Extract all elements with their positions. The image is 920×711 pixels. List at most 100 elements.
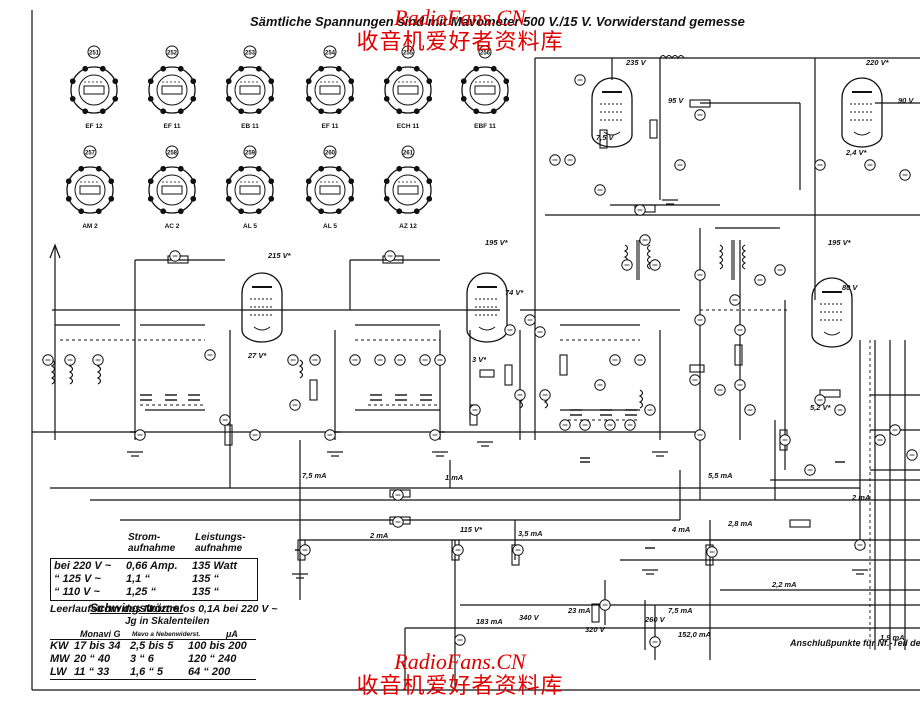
component-marker <box>289 399 301 411</box>
voltage-label: 320 V <box>585 625 606 634</box>
tube-type-label: EF 11 <box>322 123 339 130</box>
component-marker <box>309 354 321 366</box>
voltage-label: 7,5 V <box>596 133 615 142</box>
current-label: 2 mA <box>851 493 870 502</box>
tube-socket <box>147 165 197 215</box>
current-label: 7,5 mA <box>668 606 693 615</box>
component-marker <box>392 489 404 501</box>
component-marker <box>744 404 756 416</box>
tube-number: 261 <box>401 145 415 159</box>
component-marker <box>434 354 446 366</box>
tube-socket <box>65 165 115 215</box>
component-marker <box>694 109 706 121</box>
current-label: 1 mA <box>445 473 463 482</box>
component-marker <box>774 264 786 276</box>
tube-type-label: EBF 11 <box>474 123 496 130</box>
current-label: 152,0 mA <box>678 630 711 639</box>
tube-number: 255 <box>401 45 415 59</box>
tube-number: 251 <box>87 45 101 59</box>
component-marker <box>694 429 706 441</box>
current-label: 23 mA <box>567 606 591 615</box>
tube-socket <box>305 165 355 215</box>
component-marker <box>599 599 611 611</box>
voltage-label: 115 V* <box>460 525 483 534</box>
svg-text:252: 252 <box>167 51 178 57</box>
tube-type-label: AM 2 <box>82 223 98 230</box>
component-marker <box>469 404 481 416</box>
component-marker <box>512 544 524 556</box>
voltage-label: 340 V <box>519 613 540 622</box>
svg-text:259: 259 <box>245 151 256 157</box>
osc-title: Schwingströme: <box>90 601 184 615</box>
tube-socket <box>383 65 433 115</box>
tube-symbol <box>841 77 883 148</box>
component-marker <box>814 394 826 406</box>
component-marker <box>639 234 651 246</box>
component-marker <box>754 274 766 286</box>
component-marker <box>579 419 591 431</box>
tube-socket <box>69 65 119 115</box>
component-marker <box>644 404 656 416</box>
component-marker <box>624 419 636 431</box>
tube-type-label: AZ 12 <box>399 223 417 230</box>
tube-socket <box>225 165 275 215</box>
component-marker <box>454 634 466 646</box>
component-marker <box>204 349 216 361</box>
component-marker <box>299 544 311 556</box>
component-marker <box>906 449 918 461</box>
component-marker <box>92 354 104 366</box>
footer-note: Anschlußpunkte für Nf.-Teil de <box>790 638 920 648</box>
component-marker <box>874 434 886 446</box>
tube-number: 256 <box>478 45 492 59</box>
voltage-label: 235 V <box>625 58 647 67</box>
svg-text:253: 253 <box>245 51 256 57</box>
voltage-label: 195 V* <box>485 238 509 247</box>
header-current: Strom- aufnahme <box>128 532 176 554</box>
tube-number: 252 <box>165 45 179 59</box>
tube-number: 254 <box>323 45 337 59</box>
component-marker <box>689 374 701 386</box>
oscillator-current-table: Schwingströme: Jg in Skalenteilen Monavi… <box>50 602 290 680</box>
component-marker <box>634 204 646 216</box>
component-marker <box>564 154 576 166</box>
component-marker <box>219 414 231 426</box>
voltage-label: 3 V* <box>472 355 487 364</box>
component-marker <box>729 294 741 306</box>
svg-text:254: 254 <box>325 51 336 57</box>
component-marker <box>604 419 616 431</box>
component-marker <box>559 419 571 431</box>
component-marker <box>539 389 551 401</box>
measurement-title: Sämtliche Spannungen sind mit Mavometer … <box>250 14 745 29</box>
voltage-label: 220 V* <box>865 58 890 67</box>
power-table-header: Strom- aufnahme Leistungs- aufnahme <box>50 532 290 558</box>
svg-text:255: 255 <box>403 51 414 57</box>
power-row: “ 125 V ~1,1 “135 “ <box>54 573 219 585</box>
component-marker <box>549 154 561 166</box>
voltage-label: 27 V* <box>247 351 267 360</box>
component-marker <box>734 379 746 391</box>
tube-socket <box>383 165 433 215</box>
tube-number: 258 <box>165 145 179 159</box>
svg-text:260: 260 <box>325 151 336 157</box>
component-marker <box>574 74 586 86</box>
tube-symbol <box>811 277 853 348</box>
component-marker <box>349 354 361 366</box>
svg-text:251: 251 <box>89 51 100 57</box>
component-marker <box>394 354 406 366</box>
tube-type-label: EF 12 <box>85 123 103 130</box>
tube-socket <box>147 65 197 115</box>
component-marker <box>814 159 826 171</box>
component-marker <box>169 250 181 262</box>
current-label: 5,5 mA <box>708 471 733 480</box>
current-label: 2 mA <box>369 531 388 540</box>
component-marker <box>634 354 646 366</box>
col-ua: μA <box>226 629 238 639</box>
tube-socket <box>225 65 275 115</box>
tube-type-label: AL 5 <box>323 223 337 230</box>
component-marker <box>524 314 536 326</box>
current-label: 4 mA <box>671 525 690 534</box>
tube-type-label: ECH 11 <box>397 123 420 130</box>
current-label: 2,8 mA <box>727 519 753 528</box>
